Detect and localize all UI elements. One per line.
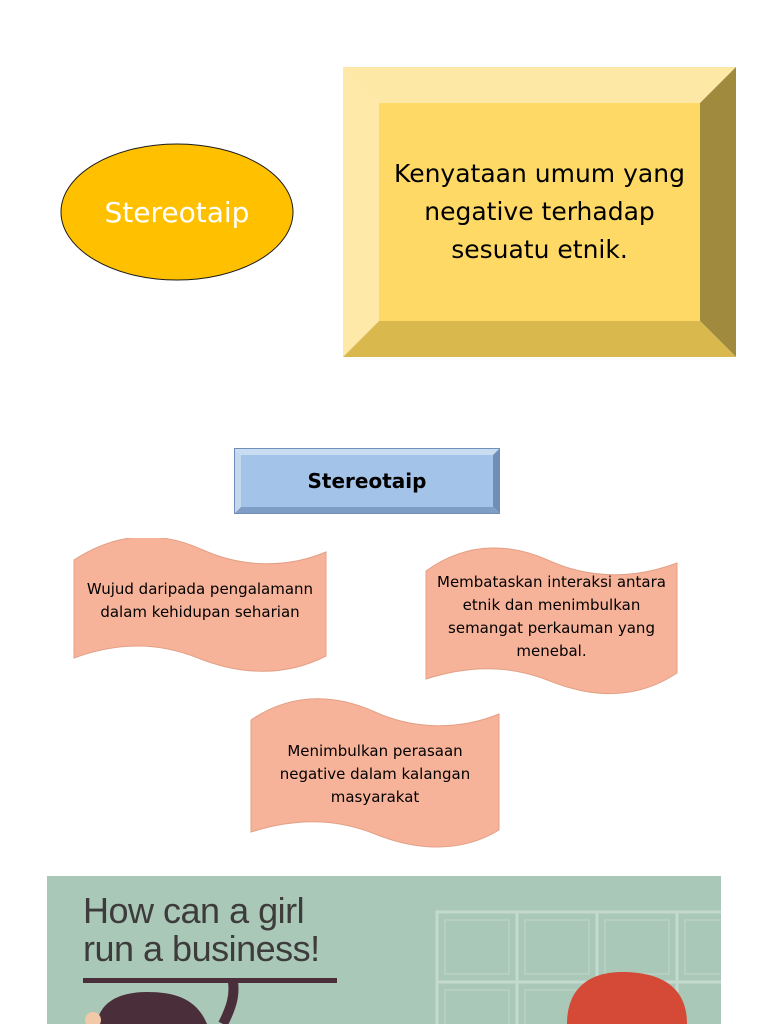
definition-line-2: negative terhadap <box>424 197 655 226</box>
definition-line-1: Kenyataan umum yang <box>394 159 685 188</box>
wave-text-1: Wujud daripada pengalamann dalam kehidup… <box>86 580 314 621</box>
wave-text-2: Membataskan interaksi antara etnik dan m… <box>437 573 666 660</box>
definition-line-3: sesuatu etnik. <box>451 235 628 264</box>
stereotaip-header-box: Stereotaip <box>234 448 500 514</box>
wave-card-interaction: Membataskan interaksi antara etnik dan m… <box>425 547 678 697</box>
oval-shape <box>60 143 294 281</box>
headline-line-1: How can a girl <box>83 890 305 931</box>
header-label: Stereotaip <box>307 469 427 493</box>
stereotaip-oval: Stereotaip <box>60 143 294 281</box>
bevel-shape <box>343 67 736 357</box>
illustration-headline: How can a girl run a business! <box>83 892 383 968</box>
wave-text-3: Menimbulkan perasaan negative dalam kala… <box>279 741 471 806</box>
wave-card-experience: Wujud daripada pengalamann dalam kehidup… <box>73 536 327 674</box>
definition-box: Kenyataan umum yang negative terhadap se… <box>343 67 736 357</box>
wave-shape <box>425 547 678 694</box>
wave-shape <box>250 698 500 848</box>
headline-line-2: run a business! <box>83 928 320 969</box>
wave-card-feelings: Menimbulkan perasaan negative dalam kala… <box>250 698 500 850</box>
headline-underline <box>83 978 337 983</box>
illustration-girl-business: How can a girl run a business! <box>47 876 721 1024</box>
illustration-graphics <box>85 910 721 1024</box>
header-bevel-shape <box>234 448 500 514</box>
wave-shape <box>73 536 327 672</box>
definition-text: Kenyataan umum yang negative terhadap se… <box>379 103 700 321</box>
oval-label: Stereotaip <box>104 195 250 229</box>
